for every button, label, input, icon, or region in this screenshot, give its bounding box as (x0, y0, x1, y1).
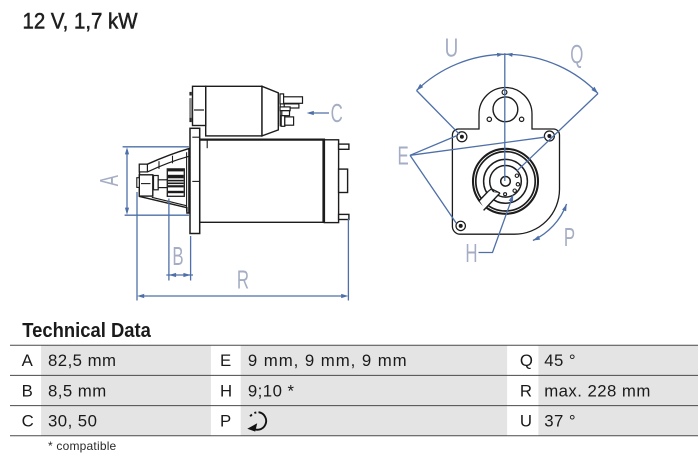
svg-text:12 V, 1,7 kW: 12 V, 1,7 kW (23, 9, 139, 34)
svg-text:Technical Data: Technical Data (22, 320, 151, 342)
svg-text:Q: Q (570, 39, 583, 69)
svg-text:R: R (237, 265, 249, 295)
svg-text:E: E (220, 351, 232, 370)
svg-text:max. 228 mm: max. 228 mm (544, 381, 651, 400)
svg-text:C: C (331, 98, 343, 128)
svg-text:H: H (220, 381, 233, 400)
svg-text:82,5 mm: 82,5 mm (48, 351, 116, 370)
svg-text:8,5 mm: 8,5 mm (48, 381, 107, 400)
svg-text:U: U (445, 34, 459, 62)
svg-text:C: C (22, 412, 35, 431)
svg-text:9 mm, 9 mm, 9 mm: 9 mm, 9 mm, 9 mm (248, 351, 408, 370)
svg-text:9;10 *: 9;10 * (248, 381, 295, 400)
svg-text:P: P (564, 222, 575, 252)
svg-text:A: A (22, 351, 34, 370)
svg-text:B: B (172, 241, 183, 271)
svg-text:B: B (22, 381, 34, 400)
svg-text:R: R (520, 381, 533, 400)
svg-text:* compatible: * compatible (48, 439, 117, 453)
svg-text:H: H (465, 238, 477, 268)
svg-text:30, 50: 30, 50 (48, 412, 97, 431)
svg-text:37 °: 37 ° (544, 412, 576, 431)
svg-text:P: P (220, 412, 232, 431)
svg-text:E: E (397, 141, 408, 171)
svg-text:U: U (520, 412, 533, 431)
svg-text:45 °: 45 ° (544, 351, 576, 370)
svg-text:A: A (94, 175, 124, 187)
svg-text:Q: Q (520, 351, 534, 370)
